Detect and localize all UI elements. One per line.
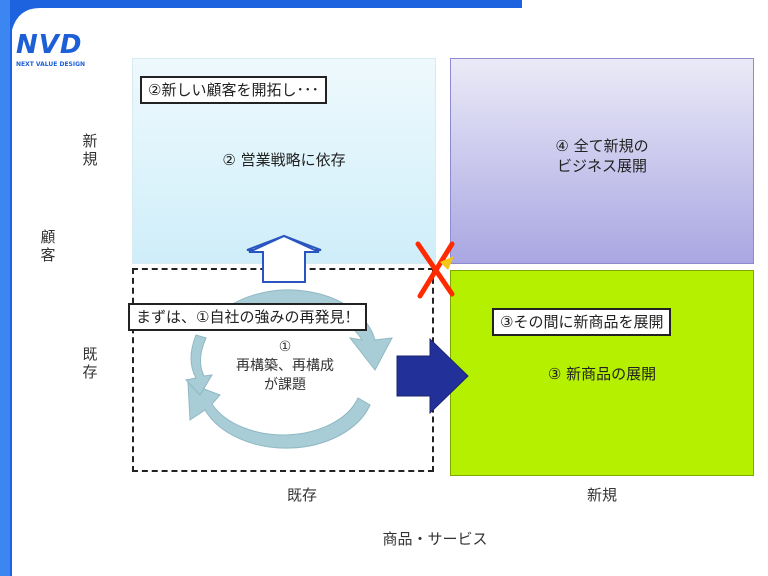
x-axis-existing-label: 既存 bbox=[286, 486, 317, 504]
quadrant-1-number: ① bbox=[278, 339, 292, 355]
callout-rediscover-strengths: まずは、①自社の強みの再発見！ bbox=[128, 303, 368, 331]
quadrant-1-line2: が課題 bbox=[264, 377, 306, 393]
callout-new-products: ③その間に新商品を展開 bbox=[492, 308, 672, 336]
logo-tagline: NEXT VALUE DESIGN bbox=[16, 61, 86, 68]
quadrant-1-line1: 再構築、再構成 bbox=[236, 358, 334, 374]
quadrant-4-label: ④ 全て新規の ビジネス展開 bbox=[450, 136, 754, 176]
quadrant-new-customer-new-product bbox=[450, 58, 754, 264]
y-axis-title: 顧客 bbox=[40, 228, 56, 264]
up-arrow-icon bbox=[246, 234, 322, 283]
x-axis-title: 商品・サービス bbox=[382, 530, 488, 548]
x-mark-icon bbox=[415, 241, 455, 299]
quadrant-existing-customer-new-product bbox=[450, 270, 754, 476]
y-axis-new-label: 新規 bbox=[82, 132, 98, 168]
logo: NVD bbox=[16, 30, 83, 60]
quadrant-1-label: ① 再構築、再構成 が課題 bbox=[180, 338, 390, 395]
quadrant-4-label-line1: ④ 全て新規の bbox=[555, 137, 649, 155]
quadrant-2-label: ② 営業戦略に依存 bbox=[222, 151, 346, 169]
x-axis-new-label: 新規 bbox=[586, 486, 617, 504]
quadrant-3-label: ③ 新商品の展開 bbox=[547, 365, 657, 383]
callout-new-customers: ②新しい顧客を開拓し･･･ bbox=[140, 76, 327, 104]
quadrant-4-label-line2: ビジネス展開 bbox=[556, 157, 647, 175]
right-arrow-icon bbox=[396, 337, 469, 415]
y-axis-existing-label: 既存 bbox=[82, 345, 98, 381]
